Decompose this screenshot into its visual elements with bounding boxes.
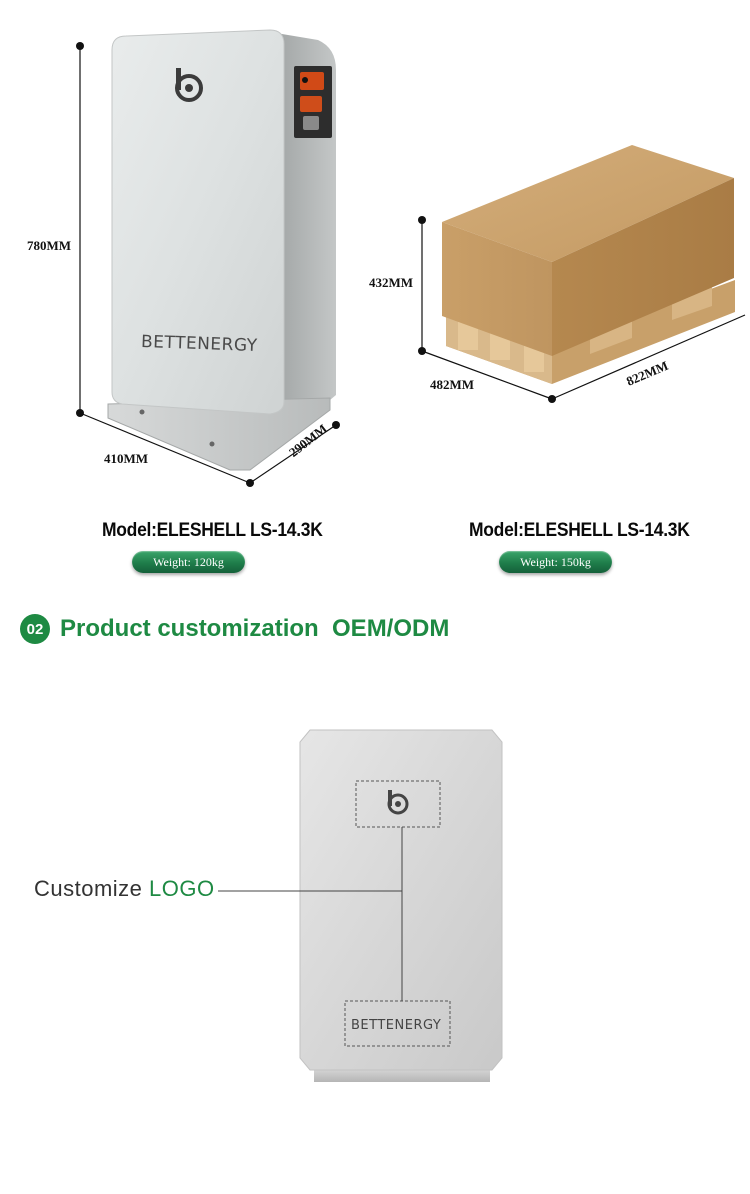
battery-base-plate (107, 397, 331, 471)
battery-dimension-lines (79, 46, 337, 484)
callout-lines (218, 827, 403, 1001)
left-model-title: Model:ELESHELL LS-14.3K (102, 520, 323, 541)
dimension-dot (418, 347, 426, 355)
section-header: 02 Product customization OEM/ODM (20, 612, 449, 646)
battery-connector-panel (294, 66, 332, 138)
battery-front-panel (111, 29, 285, 415)
right-weight-badge: Weight: 150kg (499, 551, 612, 573)
panel-foot (314, 1068, 490, 1082)
dimension-dot (332, 421, 340, 429)
right-model-title: Model:ELESHELL LS-14.3K (469, 520, 690, 541)
left-weight-badge: Weight: 120kg (132, 551, 245, 573)
battery-dimension-figure (76, 29, 746, 487)
brand-placeholder-box (344, 1000, 451, 1047)
dimension-dot (418, 216, 426, 224)
panel-brand-text: BETTENERGY (351, 1018, 442, 1033)
box-top (442, 145, 734, 262)
logo-placeholder-box (355, 780, 441, 828)
battery-width-label: 410MM (104, 451, 149, 466)
box-dimension-lines (421, 220, 746, 400)
customizable-panel (299, 729, 503, 1071)
box-long-side (552, 178, 734, 356)
box-height-label: 432MM (369, 275, 414, 290)
brand-logo-icon (387, 790, 409, 815)
customize-label-highlight: LOGO (149, 876, 215, 901)
customize-logo-label: Customize LOGO (34, 876, 215, 902)
box-short-side (442, 222, 552, 356)
section-number-badge: 02 (20, 614, 50, 644)
section-title: Product customization OEM/ODM (60, 615, 450, 642)
customize-label-prefix: Customize (34, 876, 150, 901)
battery-brand-text: BETTENERGY (140, 331, 258, 357)
box-width-label: 482MM (430, 377, 475, 392)
dimension-dot (76, 409, 84, 417)
dimension-dot (246, 479, 254, 487)
battery-height-label: 780MM (27, 238, 72, 253)
customization-figure (218, 729, 503, 1082)
brand-logo-icon (175, 68, 203, 102)
dimension-dot (76, 42, 84, 50)
dimension-dot (548, 395, 556, 403)
